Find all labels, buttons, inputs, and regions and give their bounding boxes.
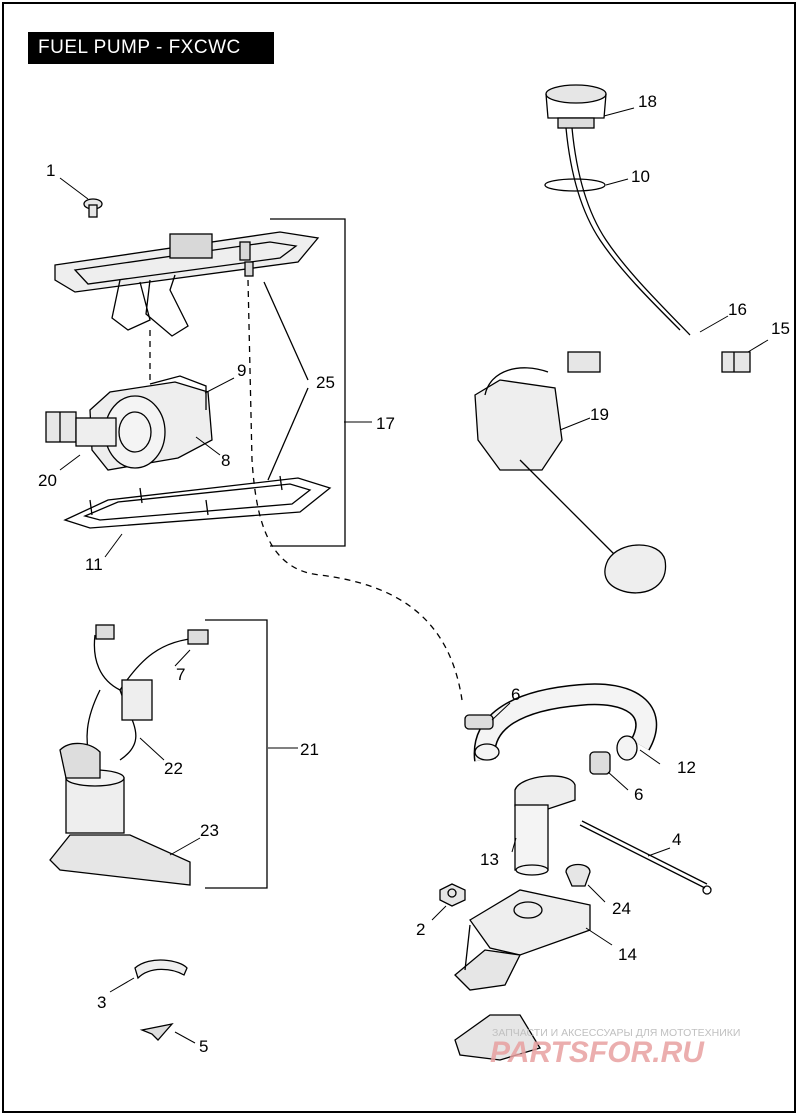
callout-25: 25 — [316, 373, 335, 392]
fuel-hose-part — [473, 683, 658, 762]
leader-lines — [59, 107, 769, 1044]
callout-12: 12 — [677, 758, 696, 777]
callout-9: 9 — [237, 361, 246, 380]
bracket-17 — [270, 218, 346, 547]
lower-bracket-part — [454, 1014, 541, 1061]
callout-8: 8 — [221, 451, 230, 470]
callout-6a: 6 — [511, 685, 520, 704]
callout-22: 22 — [164, 759, 183, 778]
grommet-part — [565, 863, 591, 887]
callout-3: 3 — [97, 993, 106, 1012]
nut-part — [439, 883, 466, 907]
callout-2: 2 — [416, 920, 425, 939]
pump-housing-part — [45, 375, 213, 471]
callout-6b: 6 — [634, 785, 643, 804]
callout-1: 1 — [46, 161, 55, 180]
callout-19: 19 — [590, 405, 609, 424]
callout-17: 17 — [376, 414, 395, 433]
callout-23: 23 — [200, 821, 219, 840]
screw-part — [83, 198, 103, 218]
fuel-level-sender-part — [474, 351, 667, 594]
gasket-part — [63, 475, 332, 529]
leader-25a — [263, 281, 309, 381]
watermark-logo: PARTSFOR.RU — [490, 1036, 705, 1069]
bracket-21 — [205, 619, 268, 889]
callout-labels: 1 2 3 4 5 6 6 7 8 9 10 11 12 13 14 15 16… — [38, 92, 790, 1056]
connector-part — [721, 351, 751, 373]
callout-4: 4 — [672, 830, 681, 849]
callout-13: 13 — [480, 850, 499, 869]
callout-21: 21 — [300, 740, 319, 759]
leader-25b — [267, 387, 309, 481]
mounting-bracket-part — [454, 889, 591, 991]
callout-14: 14 — [618, 945, 637, 964]
callout-18: 18 — [638, 92, 657, 111]
callout-11: 11 — [85, 555, 103, 574]
clip-part-5 — [139, 1022, 174, 1041]
watermark-tagline: ЗАПЧАСТИ И АКСЕССУАРЫ ДЛЯ МОТОТЕХНИКИ — [492, 1027, 740, 1039]
page-title: FUEL PUMP - FXCWC — [28, 32, 274, 64]
callout-20: 20 — [38, 471, 57, 490]
callout-16: 16 — [728, 300, 747, 319]
top-plate-part — [54, 231, 320, 337]
assembly-dashed-lines — [149, 279, 463, 701]
callout-15: 15 — [771, 319, 790, 338]
callout-7: 7 — [176, 665, 185, 684]
callout-5: 5 — [199, 1037, 208, 1056]
clamp-part-3 — [134, 959, 188, 980]
pickup-part — [514, 775, 576, 876]
fuel-gauge-sender-part — [545, 84, 691, 336]
watermark: ЗАПЧАСТИ И АКСЕССУАРЫ ДЛЯ МОТОТЕХНИКИ PA… — [490, 1027, 740, 1069]
callout-10: 10 — [631, 167, 650, 186]
callout-24: 24 — [612, 899, 631, 918]
hose-clamp-part — [464, 714, 611, 775]
strap-part — [579, 820, 712, 895]
o-ring-part — [544, 178, 606, 192]
pump-module-part — [49, 624, 209, 886]
